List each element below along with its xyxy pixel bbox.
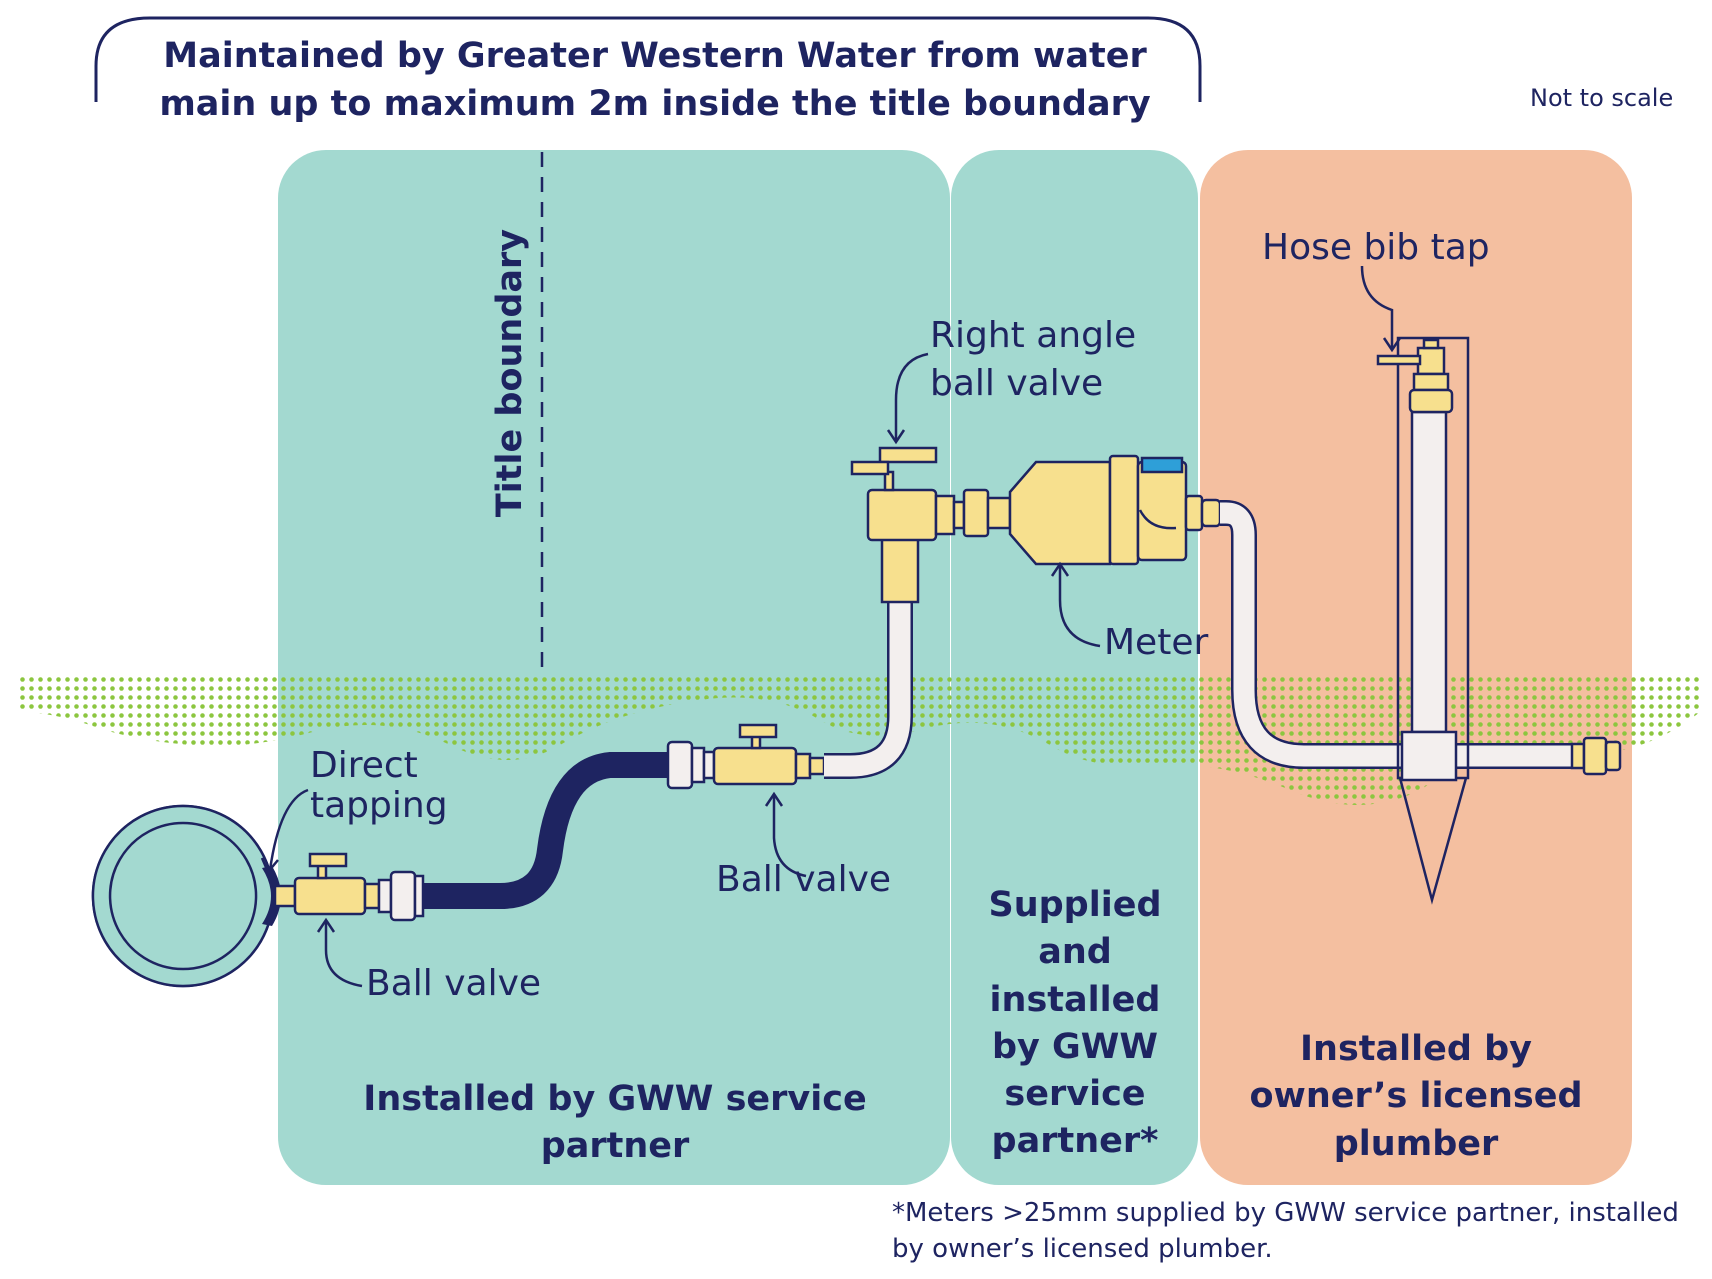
direct-tapping-saddle	[262, 866, 281, 926]
right-angle-ball-valve	[850, 446, 966, 604]
leader-lines	[260, 265, 1402, 988]
label-ball-valve-lower: Ball valve	[366, 963, 542, 1004]
fitting-lower	[377, 870, 425, 922]
header-title: Maintained by Greater Western Water from…	[159, 36, 1151, 125]
meter-body	[1008, 454, 1222, 566]
zone-gww-service-partner	[278, 150, 950, 1185]
title-boundary-label: Title boundary	[490, 228, 530, 518]
meter-coupling	[962, 488, 1012, 538]
zone-label-supplied-installed: Supplied and installed by GWW service pa…	[988, 885, 1162, 1162]
fitting-upper	[666, 740, 716, 790]
label-right-angle-line2: ball valve	[930, 363, 1104, 404]
scale-note: Not to scale	[1530, 84, 1674, 112]
ground-layer	[18, 673, 1700, 805]
label-direct-tapping-line1: Direct	[310, 745, 418, 786]
zone-label-gww-service-partner: Installed by GWW service partner	[363, 1079, 867, 1167]
zone-label-owner-plumber: Installed by owner’s licensed plumber	[1249, 1029, 1583, 1164]
label-hose-bib-tap: Hose bib tap	[1262, 227, 1490, 268]
end-coupling	[1570, 736, 1622, 776]
footnote: *Meters >25mm supplied by GWW service pa…	[892, 1198, 1679, 1265]
label-ball-valve-upper: Ball valve	[716, 859, 892, 900]
ball-valve-upper	[712, 723, 826, 786]
poly-pipe	[423, 752, 668, 909]
hose-bib-tap	[1376, 338, 1454, 414]
ball-valve-lower	[273, 852, 381, 916]
label-meter: Meter	[1104, 622, 1209, 663]
header-bracket	[94, 16, 1202, 102]
label-direct-tapping-line2: tapping	[310, 785, 448, 826]
zone-supplied-installed	[951, 150, 1198, 1185]
label-right-angle-line1: Right angle	[930, 315, 1137, 356]
